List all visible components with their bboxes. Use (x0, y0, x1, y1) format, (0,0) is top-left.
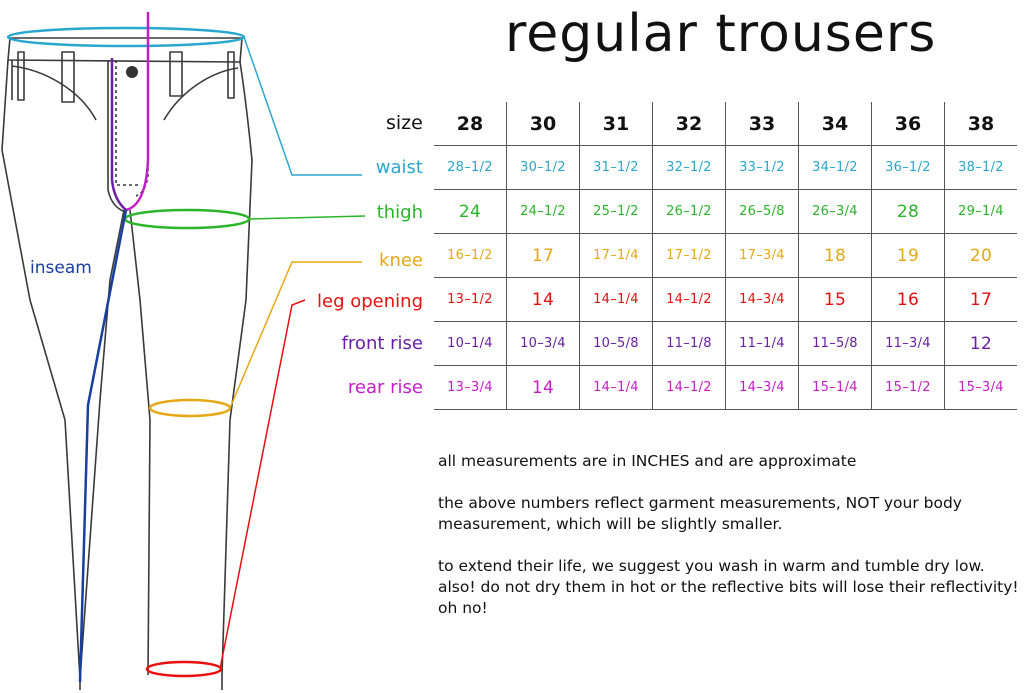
inseam-label: inseam (30, 258, 92, 278)
table-cell: 32–1/2 (652, 145, 726, 190)
note-care-instructions: to extend their life, we suggest you was… (438, 557, 1019, 617)
table-cell: 11–3/4 (871, 321, 945, 366)
row-label-leg-opening: leg opening (317, 291, 423, 312)
thigh-leader-line (248, 215, 366, 220)
row-label-waist: waist (375, 157, 423, 178)
table-cell: 17–3/4 (725, 233, 799, 278)
row-label-front-rise: front rise (341, 333, 423, 354)
table-cell: 13–3/4 (434, 365, 507, 410)
table-cell: 12 (944, 321, 1017, 366)
table-cell: 31–1/2 (579, 145, 653, 190)
note-garment-measurements: the above numbers reflect garment measur… (438, 494, 962, 533)
table-cell: 18 (798, 233, 872, 278)
table-cell: 17–1/2 (652, 233, 726, 278)
table-cell: 15–1/2 (871, 365, 945, 410)
row-label-knee: knee (379, 250, 423, 271)
table-cell: 14–1/2 (652, 277, 726, 322)
table-cell: 15 (798, 277, 872, 322)
table-cell: 14 (506, 277, 580, 322)
table-cell: 28–1/2 (434, 145, 507, 190)
waist-leader-line (243, 36, 362, 176)
table-cell: 26–3/4 (798, 189, 872, 234)
table-cell: 26–5/8 (725, 189, 799, 234)
page-title: regular trousers (505, 4, 937, 64)
table-cell: 28 (871, 189, 945, 234)
table-cell: 11–1/4 (725, 321, 799, 366)
table-cell: 34–1/2 (798, 145, 872, 190)
table-cell: 10–5/8 (579, 321, 653, 366)
table-cell: 17 (506, 233, 580, 278)
table-cell: 15–3/4 (944, 365, 1017, 410)
row-label-thigh: thigh (376, 202, 423, 223)
waist-marker (6, 26, 246, 48)
button-icon (126, 66, 138, 78)
size-header-cell: 34 (798, 102, 872, 146)
table-cell: 29–1/4 (944, 189, 1017, 234)
size-header-row: 28 30 31 32 33 34 36 38 (434, 102, 1017, 146)
table-cell: 25–1/2 (579, 189, 653, 234)
table-cell: 14–1/2 (652, 365, 726, 410)
table-cell: 14 (506, 365, 580, 410)
table-cell: 24–1/2 (506, 189, 580, 234)
note-units: all measurements are in INCHES and are a… (438, 452, 857, 470)
table-cell: 14–3/4 (725, 365, 799, 410)
table-cell: 14–3/4 (725, 277, 799, 322)
size-header-cell: 38 (944, 102, 1017, 146)
table-cell: 17 (944, 277, 1017, 322)
table-cell: 16 (871, 277, 945, 322)
table-cell: 26–1/2 (652, 189, 726, 234)
table-cell: 14–1/4 (579, 277, 653, 322)
size-header-cell: 32 (652, 102, 726, 146)
table-cell: 19 (871, 233, 945, 278)
size-header-cell: 31 (579, 102, 653, 146)
front-rise-marker (110, 58, 127, 211)
size-header-cell: 36 (871, 102, 945, 146)
table-cell: 20 (944, 233, 1017, 278)
trousers-outline (1, 37, 253, 690)
size-header-cell: 30 (506, 102, 580, 146)
inseam-marker (78, 209, 128, 683)
size-header-cell: 28 (434, 102, 507, 146)
table-cell: 17–1/4 (579, 233, 653, 278)
table-cell: 10–3/4 (506, 321, 580, 366)
knee-leader-line (229, 261, 362, 409)
knee-marker (148, 398, 232, 418)
table-cell: 33–1/2 (725, 145, 799, 190)
table-cell: 14–1/4 (579, 365, 653, 410)
row-label-rear-rise: rear rise (347, 377, 423, 398)
table-cell: 36–1/2 (871, 145, 945, 190)
table-cell: 15–1/4 (798, 365, 872, 410)
table-cell: 11–5/8 (798, 321, 872, 366)
size-label: size (386, 112, 423, 134)
size-header-cell: 33 (725, 102, 799, 146)
table-cell: 30–1/2 (506, 145, 580, 190)
leg-opening-leader-line (219, 299, 306, 670)
table-cell: 16–1/2 (434, 233, 507, 278)
table-cell: 13–1/2 (434, 277, 507, 322)
table-cell: 24 (434, 189, 507, 234)
thigh-marker (123, 208, 251, 230)
table-cell: 11–1/8 (652, 321, 726, 366)
rear-rise-marker (125, 12, 150, 212)
table-cell: 38–1/2 (944, 145, 1017, 190)
table-cell: 10–1/4 (434, 321, 507, 366)
notes: all measurements are in INCHES and are a… (438, 451, 1024, 640)
leg-opening-marker (145, 660, 223, 678)
